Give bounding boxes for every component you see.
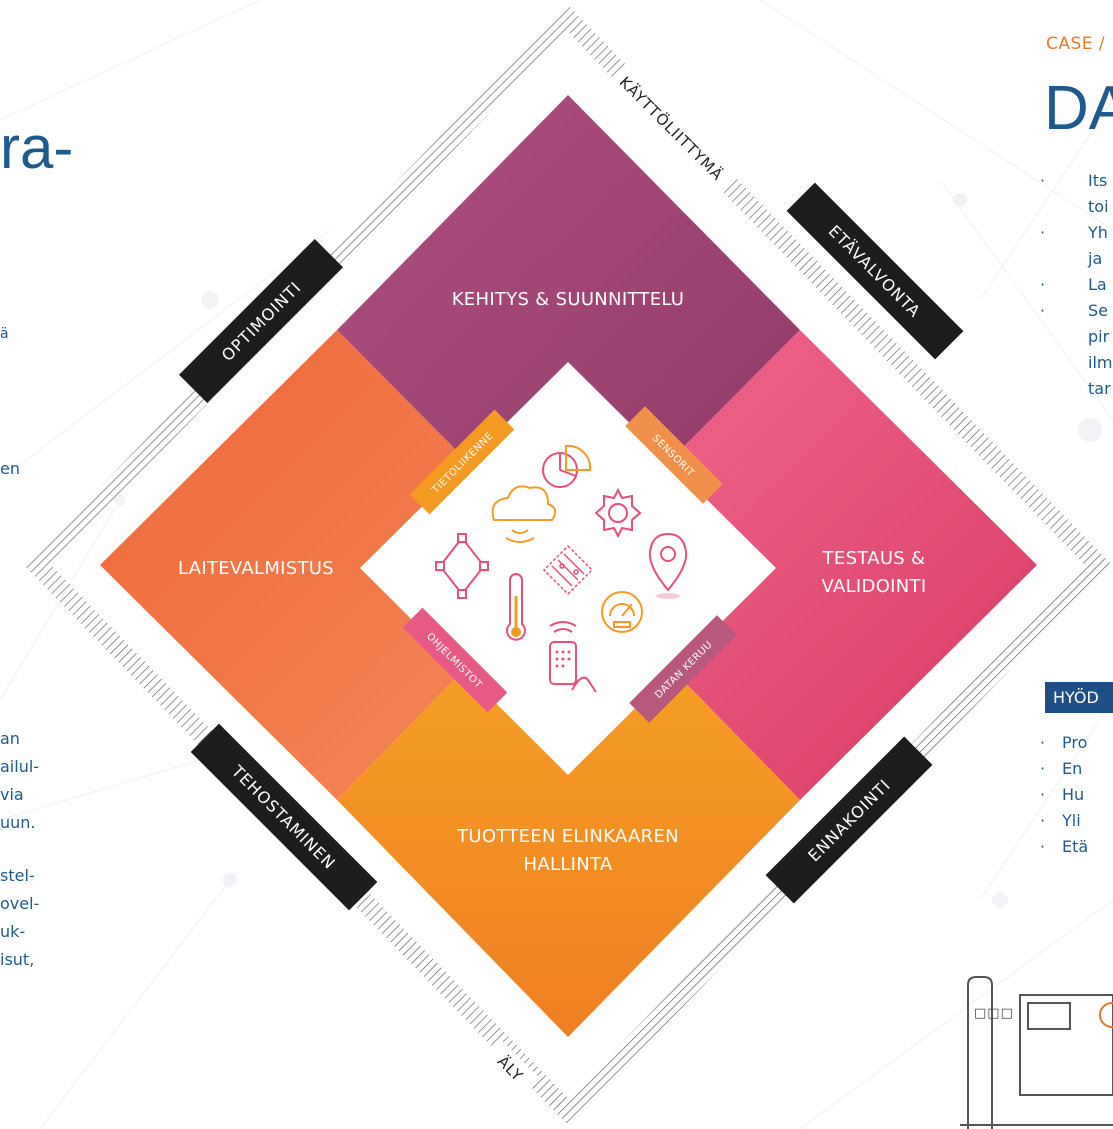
right-bullet-list: · Its toi · Yh ja · La · Se pir ilm tar — [1040, 168, 1113, 402]
location-pin-icon — [648, 532, 688, 599]
bar-tehostaminen — [190, 723, 378, 911]
bullet-line: tar — [1088, 379, 1111, 398]
bar-ennakointi — [765, 736, 933, 904]
quadrant-top-label: KEHITYS & SUUNNITTELU — [452, 289, 685, 310]
bullet-dot: · — [1040, 837, 1046, 856]
benefit-text: Pro — [1062, 733, 1088, 752]
circuit-board-icon — [542, 544, 594, 596]
quadrant-bottom — [337, 563, 800, 1037]
left-paragraph-3: stel- ovel- uk- isut, — [0, 862, 39, 974]
left-line: an — [0, 729, 20, 748]
bullet-item: · La — [1040, 272, 1113, 298]
benefit-item: · Hu — [1040, 782, 1113, 808]
factory-windows: □□□ — [974, 1006, 1014, 1021]
benefit-item: · Yli — [1040, 808, 1113, 834]
bullet-dot: · — [1040, 171, 1046, 190]
left-line: via — [0, 785, 24, 804]
bullet-dot: · — [1040, 275, 1046, 294]
hyodyt-heading: HYÖD — [1045, 682, 1113, 713]
bullet-item: · Its toi — [1040, 168, 1113, 220]
bullet-line: Yh — [1088, 223, 1108, 242]
left-line: ailul- — [0, 757, 40, 776]
left-line: isut, — [0, 950, 35, 969]
quadrant-left — [100, 330, 568, 800]
cloud-icon — [491, 485, 557, 543]
speedometer-icon — [601, 591, 643, 633]
bar-optimointi-label: OPTIMOINTI — [218, 278, 305, 365]
chip-ohjelmistot — [402, 607, 508, 713]
bullet-line: pir — [1088, 327, 1110, 346]
bullet-dot: · — [1040, 733, 1046, 752]
right-title-fragment: DA — [1044, 74, 1113, 143]
benefit-item: · Pro — [1040, 730, 1113, 756]
left-line: stel- — [0, 866, 35, 885]
chip-sensorit — [625, 406, 723, 504]
chip-tietoliikenne — [409, 409, 515, 515]
bullet-line: La — [1088, 275, 1107, 294]
factory-icon — [960, 976, 1113, 1129]
bar-ennakointi-label: ENNAKOINTI — [804, 775, 894, 865]
case-label: CASE / — [1046, 34, 1106, 54]
bullet-line: toi — [1088, 197, 1109, 216]
quadrant-bottom-label-1: TUOTTEEN ELINKAAREN — [456, 826, 679, 847]
pie-chart-icon — [542, 444, 592, 488]
bullet-item: · Yh ja — [1040, 220, 1113, 272]
bullet-line: ja — [1088, 249, 1103, 268]
bullet-line: Its — [1088, 171, 1108, 190]
left-line: ovel- — [0, 894, 40, 913]
left-text-fragment: en — [0, 459, 20, 478]
quadrant-right-label-1: TESTAUS & — [822, 548, 926, 569]
benefit-text: Yli — [1062, 811, 1081, 830]
quadrant-left-label: LAITEVALMISTUS — [178, 558, 334, 579]
bullet-dot: · — [1040, 759, 1046, 778]
left-line: uk- — [0, 922, 26, 941]
bullet-dot: · — [1040, 301, 1046, 320]
left-paragraph-2: an ailul- via uun. — [0, 725, 39, 837]
left-line: uun. — [0, 813, 36, 832]
bullet-line: ilm — [1088, 353, 1113, 372]
bullet-dot: · — [1040, 811, 1046, 830]
remote-control-icon — [549, 621, 597, 693]
quadrant-right-label-2: VALIDOINTI — [822, 576, 927, 597]
bar-optimointi — [178, 238, 344, 404]
thermometer-icon — [506, 573, 526, 641]
bar-etavalvonta — [786, 182, 964, 360]
benefit-item: · En — [1040, 756, 1113, 782]
polygon-icon — [435, 533, 489, 599]
bullet-line: Se — [1088, 301, 1108, 320]
benefit-text: Etä — [1062, 837, 1089, 856]
quadrant-bottom-label-2: HALLINTA — [524, 854, 613, 875]
bullet-dot: · — [1040, 785, 1046, 804]
benefit-item: · Etä — [1040, 834, 1113, 860]
left-glyph-fragment: ä — [0, 326, 9, 342]
benefit-text: En — [1062, 759, 1083, 778]
bullet-dot: · — [1040, 223, 1046, 242]
gear-icon — [594, 487, 642, 539]
chip-datan-keruu — [629, 615, 737, 723]
benefits-list: · Pro · En · Hu · Yli · Etä — [1040, 730, 1113, 860]
benefit-text: Hu — [1062, 785, 1085, 804]
bullet-item: · Se pir ilm tar — [1040, 298, 1113, 402]
left-title-fragment: ra- — [0, 114, 74, 181]
